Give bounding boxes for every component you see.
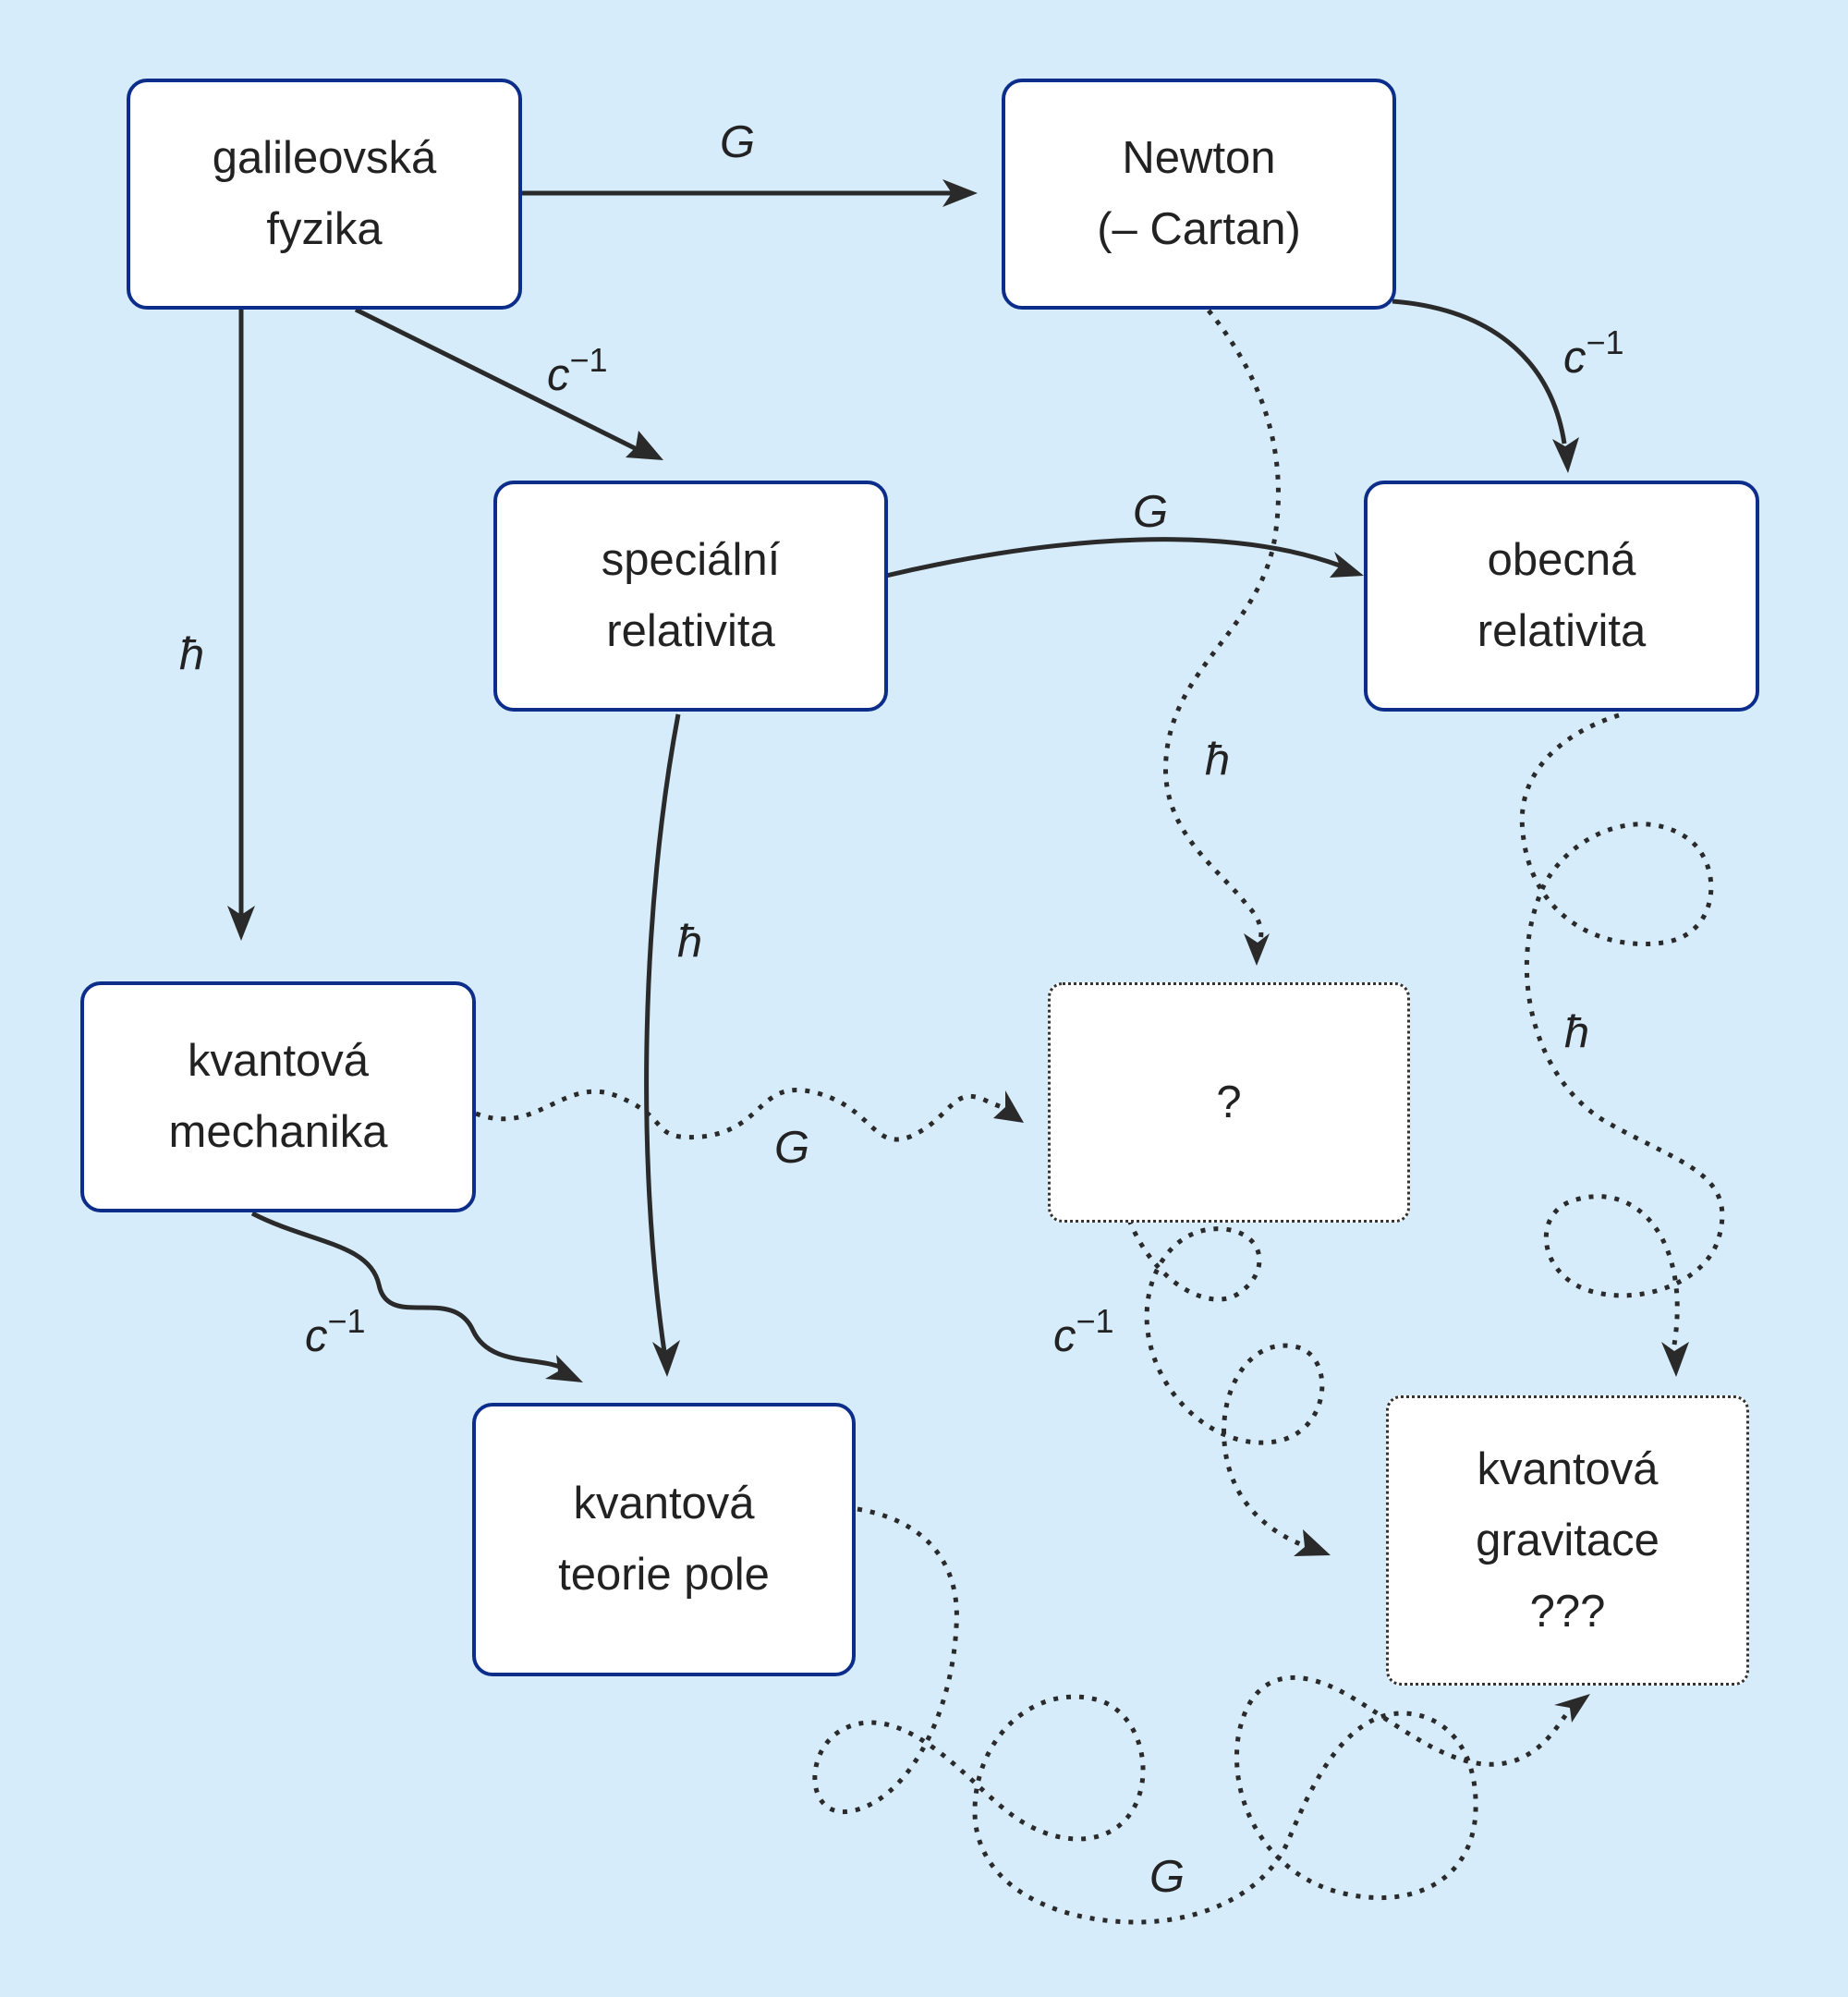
node-general-relativity: obecná relativita [1364,481,1759,712]
edge-qft-qg [812,1506,1577,1925]
edge-label-qm-qft: c−1 [305,1305,366,1359]
label-exponent: −1 [1076,1302,1114,1340]
edge-qm-unknown [475,1088,1013,1142]
edge-label-unknown-qg: c−1 [1053,1305,1114,1359]
edge-label-galileo-newton: G [720,120,755,165]
label-hbar: ħ [179,629,205,679]
edge-galileo-special [354,307,642,454]
arrowhead [993,1090,1024,1123]
edge-label-general-qg: ħ [1564,1010,1589,1055]
node-text: ??? [1529,1586,1606,1637]
edge-label-newton-general: c−1 [1563,326,1624,381]
arrowhead [1552,437,1579,473]
edge-general-qg [1519,712,1725,1346]
arrowhead [545,1355,583,1382]
label-G: G [1149,1852,1185,1902]
edge-label-galileo-special: c−1 [547,344,608,398]
label-G: G [720,117,756,167]
arrowhead [1661,1342,1689,1377]
edge-special-qft [644,713,681,1353]
label-hbar: ħ [677,917,703,967]
node-text: (– Cartan) [1097,204,1301,254]
label-c: c [1053,1311,1076,1361]
node-text: ? [1216,1077,1242,1127]
node-text: relativita [1477,606,1647,656]
arrowhead [1294,1529,1331,1556]
node-unknown: ? [1048,982,1410,1223]
node-text: fyzika [266,204,383,254]
label-hbar: ħ [1564,1007,1590,1057]
node-special-relativity: speciální relativita [493,481,888,712]
label-c: c [1563,333,1587,383]
node-text: teorie pole [558,1550,770,1600]
node-text: mechanika [168,1107,388,1157]
edge-label-special-qft: ħ [677,919,702,965]
arrowhead [626,431,663,460]
label-exponent: −1 [1586,323,1624,361]
node-text: kvantová [573,1479,755,1528]
label-exponent: −1 [569,341,608,379]
node-text: kvantová [1477,1443,1659,1494]
edge-special-general [885,537,1341,578]
label-c: c [547,350,570,400]
node-quantum-mechanics: kvantová mechanika [80,981,476,1212]
edge-newton-unknown [1163,309,1281,945]
arrowhead [652,1340,680,1377]
edge-unknown-qg [1126,1219,1325,1548]
node-text: gravitace [1476,1515,1660,1565]
label-G: G [1133,487,1169,537]
node-text: galileovská [212,133,437,183]
label-hbar: ħ [1205,735,1231,785]
edge-label-galileo-qm: ħ [179,632,204,677]
label-c: c [305,1311,328,1361]
edge-label-newton-unknown: ħ [1205,737,1230,783]
label-exponent: −1 [327,1302,366,1340]
node-text: obecná [1487,535,1636,585]
node-galileo: galileovská fyzika [127,79,522,310]
node-text: relativita [606,606,775,656]
label-G: G [774,1123,810,1173]
arrowhead [1330,552,1364,578]
edge-label-qm-unknown: G [774,1126,809,1171]
edge-qm-qft [250,1211,563,1370]
arrowhead [1244,933,1270,966]
edge-label-qft-qg: G [1149,1855,1185,1900]
node-newton: Newton (– Cartan) [1002,79,1396,310]
node-text: speciální [601,535,781,585]
edge-newton-general [1392,298,1567,444]
arrowhead [1554,1694,1590,1723]
node-text: kvantová [187,1036,370,1086]
arrowhead [942,179,978,207]
node-quantum-field-theory: kvantová teorie pole [472,1403,856,1676]
arrowhead [227,906,255,941]
node-quantum-gravity: kvantová gravitace ??? [1386,1395,1749,1686]
edge-label-special-general: G [1133,490,1168,535]
node-text: Newton [1122,133,1276,183]
